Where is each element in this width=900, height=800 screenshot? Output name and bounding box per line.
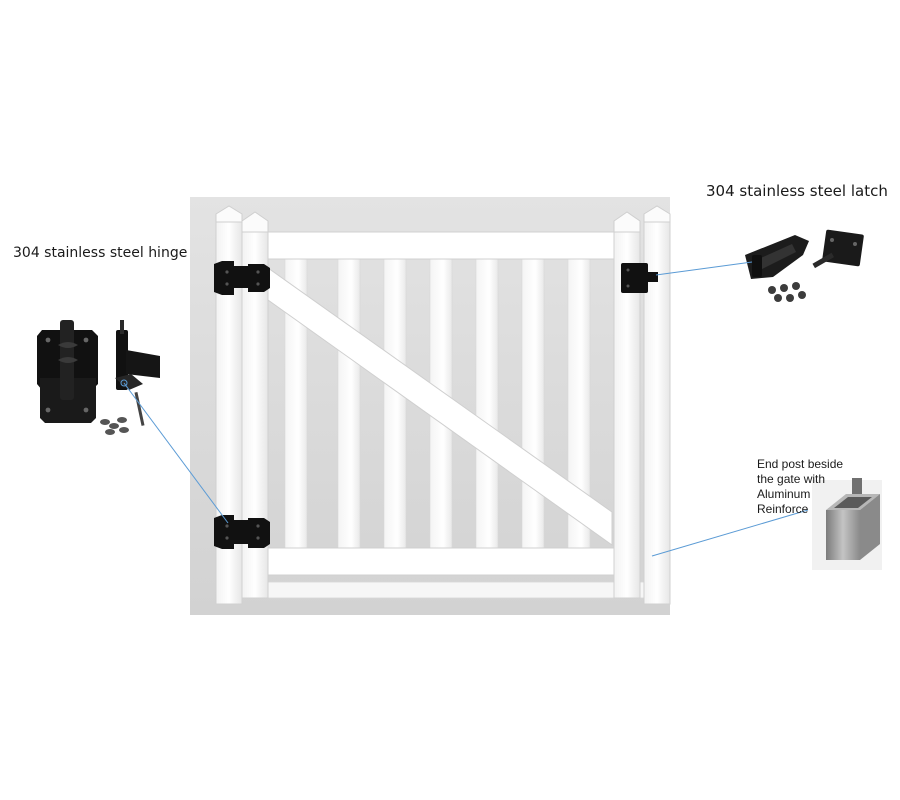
end-post-callout-label: End post beside the gate with Aluminum R… bbox=[757, 457, 849, 517]
hinge-callout-label: 304 stainless steel hinge bbox=[13, 245, 188, 261]
hinge-leader-line bbox=[123, 382, 229, 524]
spring-hinge-icon bbox=[37, 320, 160, 435]
end-post-label-line: the gate with bbox=[757, 472, 826, 486]
aluminum-tube-icon bbox=[812, 478, 882, 570]
end-post-label-line: End post beside bbox=[757, 457, 844, 471]
ground-rail bbox=[239, 581, 646, 599]
leader-lines bbox=[123, 261, 809, 557]
end-post-cap bbox=[643, 205, 671, 223]
latch-mounted bbox=[621, 263, 658, 293]
hinge-post-cap bbox=[215, 205, 243, 223]
upper-hinge-mounted bbox=[214, 261, 270, 295]
latch-leader-line bbox=[655, 261, 753, 276]
gate-pickets bbox=[284, 257, 591, 551]
end-post-leader-line bbox=[651, 509, 809, 557]
gate-bottom-rail bbox=[265, 547, 617, 576]
gate-latch-stile-cap bbox=[613, 211, 641, 233]
latch-callout-label: 304 stainless steel latch bbox=[706, 182, 888, 200]
gravity-latch-icon bbox=[745, 229, 864, 302]
end-post bbox=[643, 221, 671, 605]
end-post-label-line: Reinforce bbox=[757, 502, 809, 516]
hinge-leader-dot bbox=[120, 379, 128, 387]
lower-hinge-mounted bbox=[214, 515, 270, 549]
gate-top-rail bbox=[265, 231, 617, 260]
end-post-label-line: Aluminum bbox=[757, 487, 811, 501]
